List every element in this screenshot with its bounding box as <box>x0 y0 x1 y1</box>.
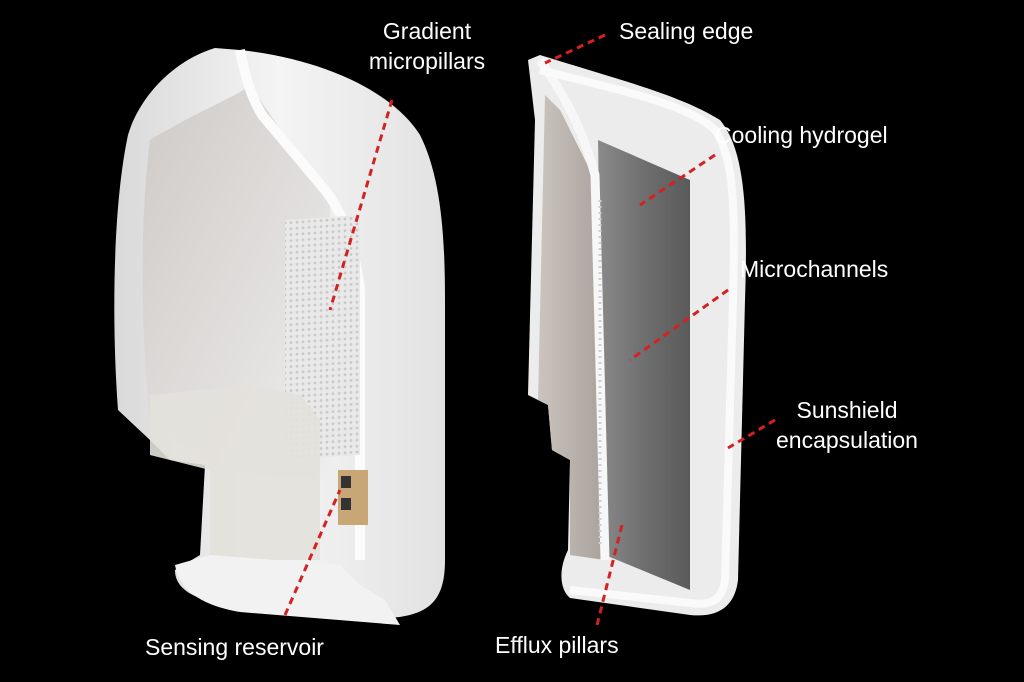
leader-efflux-pillars <box>595 524 624 626</box>
label-sunshield-encapsulation: Sunshield encapsulation <box>762 395 932 455</box>
label-sensing-reservoir: Sensing reservoir <box>145 634 324 660</box>
right-device <box>528 55 746 616</box>
leader-sensing-reservoir <box>283 489 342 616</box>
label-microchannels: Microchannels <box>740 256 889 282</box>
label-gradient-micropillars: Gradient micropillars <box>352 16 502 76</box>
leader-lines <box>283 33 776 626</box>
leader-gradient-micropillars <box>328 99 394 311</box>
label-gradient-line2: micropillars <box>368 48 486 74</box>
left-device-shell <box>114 48 445 625</box>
label-sealing-edge: Sealing edge <box>619 18 754 44</box>
label-sunshield-line2: encapsulation <box>776 427 918 453</box>
label-cooling-hydrogel: Cooling hydrogel <box>715 122 888 148</box>
leader-sunshield-encapsulation <box>727 418 776 450</box>
label-sunshield-line1: Sunshield <box>796 397 898 423</box>
leader-microchannels <box>629 288 729 362</box>
leader-sealing-edge <box>544 33 606 65</box>
leader-cooling-hydrogel <box>639 153 716 207</box>
label-efflux-pillars: Efflux pillars <box>495 632 619 658</box>
label-gradient-line1: Gradient <box>382 18 472 44</box>
